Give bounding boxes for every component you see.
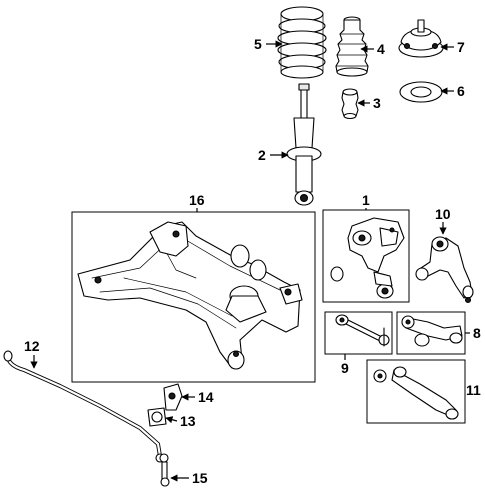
callout-number: 12: [24, 338, 40, 354]
callout-number: 13: [180, 413, 196, 429]
dust-boot-part[interactable]: [335, 16, 369, 77]
coil-spring-part[interactable]: [277, 6, 327, 79]
callout-number: 9: [341, 360, 349, 376]
toe-link-group-box: [324, 311, 393, 355]
subframe-group-box: [71, 211, 316, 383]
spring-seat-part[interactable]: [399, 81, 443, 103]
callout-number: 8: [473, 325, 481, 341]
callout-number: 4: [377, 41, 385, 57]
callout-number: 7: [457, 39, 465, 55]
callout-number: 3: [373, 95, 381, 111]
shock-absorber-part[interactable]: [286, 83, 322, 206]
bushing-bracket-part[interactable]: [163, 383, 183, 411]
callout-number: 14: [198, 389, 214, 405]
callout-4: 4: [360, 41, 385, 57]
callout-number: 5: [254, 36, 262, 52]
callout-14: 14: [181, 389, 214, 405]
lower-arm-group-box: [366, 359, 466, 424]
callout-3: 3: [357, 95, 381, 111]
callout-7: 7: [440, 39, 465, 55]
callout-number: 1: [362, 192, 370, 208]
callout-number: 10: [435, 206, 451, 222]
stabilizer-link-part[interactable]: [159, 453, 170, 487]
callout-5: 5: [254, 36, 283, 52]
callout-number: 6: [457, 83, 465, 99]
knuckle-part[interactable]: [330, 217, 405, 299]
callout-8: 8: [465, 325, 481, 341]
callout-1: 1: [362, 192, 370, 210]
lateral-link-part[interactable]: [401, 315, 463, 347]
strut-mount-part[interactable]: [398, 19, 444, 58]
callout-10: 10: [435, 206, 451, 235]
subframe-part[interactable]: [77, 221, 303, 370]
callout-6: 6: [440, 83, 465, 99]
callout-number: 16: [189, 192, 205, 208]
callout-16: 16: [189, 192, 205, 212]
toe-link-part[interactable]: [335, 314, 390, 347]
callout-number: 11: [466, 382, 481, 398]
callout-number: 15: [192, 470, 208, 486]
callout-2: 2: [258, 147, 289, 163]
callout-15: 15: [170, 470, 208, 486]
callout-11: 11: [466, 382, 481, 398]
callout-number: 2: [258, 147, 266, 163]
callout-13: 13: [165, 413, 196, 429]
upper-control-arm-part[interactable]: [415, 236, 474, 304]
bump-stop-part[interactable]: [341, 88, 359, 120]
stabilizer-bushing-part[interactable]: [147, 407, 167, 427]
stabilizer-bar-part[interactable]: [3, 350, 165, 463]
callout-9: 9: [341, 354, 349, 376]
lower-arm-part[interactable]: [373, 366, 459, 420]
callout-12: 12: [24, 338, 40, 369]
